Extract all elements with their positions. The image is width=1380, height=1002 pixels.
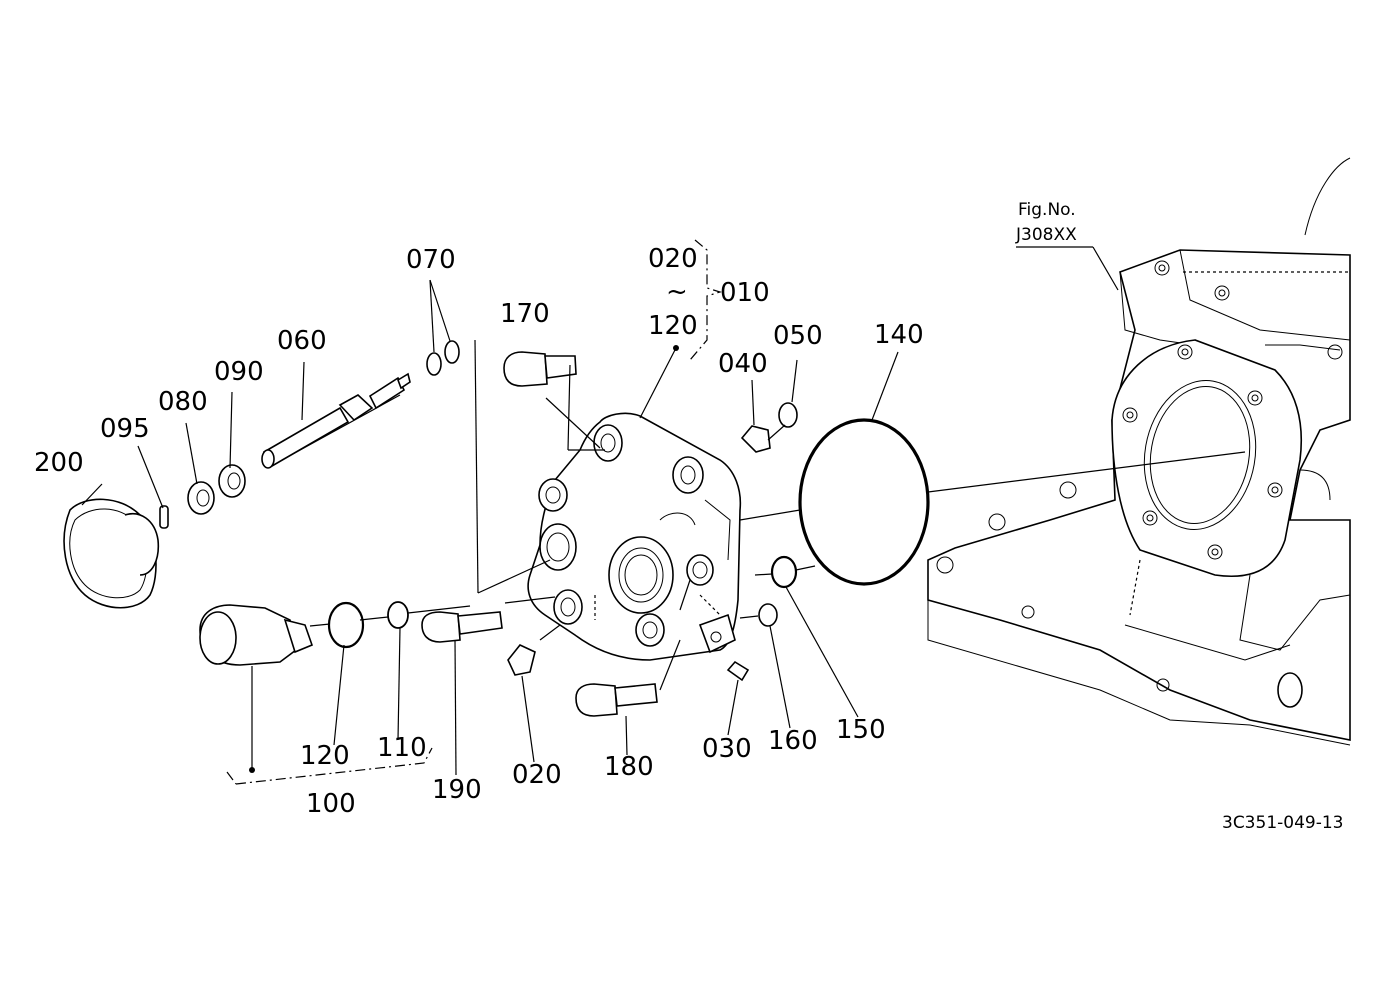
transmission-housing [927,157,1351,746]
callout-060: 060 [277,326,327,356]
callout-180: 180 [604,752,654,782]
oring-140 [798,418,930,586]
bolt-190 [421,611,503,643]
oring-120 [327,601,365,649]
plug-020 [507,644,536,676]
oring-070a [426,352,442,376]
callout-190: 190 [432,775,482,805]
callout-200: 200 [34,448,84,478]
callout-030: 030 [702,734,752,764]
pump-housing [527,412,742,661]
oring-070b [444,340,460,364]
callout-160: 160 [768,726,818,756]
callout-120: 120 [300,741,350,771]
shaft-060 [261,372,411,469]
callout-010: 010 [720,278,770,308]
callout-070: 070 [406,245,456,275]
callout-020-range-start: 020 [648,244,698,274]
callout-150: 150 [836,715,886,745]
bolt-180 [575,683,658,717]
valve-assembly-100 [199,604,314,666]
callout-080: 080 [158,387,208,417]
oring-150 [770,555,798,589]
fitting-040 [740,425,771,453]
drawing-number: 3C351-049-13 [1222,813,1343,833]
callout-090: 090 [214,357,264,387]
washer-050 [778,402,798,428]
callout-120-range-end: 120 [648,311,698,341]
callout-170: 170 [500,299,550,329]
callout-100: 100 [306,789,356,819]
leader-lines [81,239,1246,785]
callout-110: 110 [377,733,427,763]
figure-reference-label: Fig.No. [1018,200,1076,220]
oring-160 [758,603,778,627]
callout-020: 020 [512,760,562,790]
callout-040: 040 [718,349,768,379]
washer-080 [187,481,215,515]
callout-labels: 200 095 080 090 060 070 170 020 ~ 120 01… [34,200,1343,833]
callout-050: 050 [773,321,823,351]
callout-140: 140 [874,320,924,350]
callout-095: 095 [100,414,150,444]
oring-110 [387,601,409,629]
figure-reference-code: J308XX [1015,225,1077,245]
washer-090 [218,464,246,498]
knob-200 [63,498,160,609]
plug-030 [726,660,750,682]
bolt-170 [503,351,577,387]
range-symbol: ~ [666,277,688,307]
pin-095 [159,505,169,529]
